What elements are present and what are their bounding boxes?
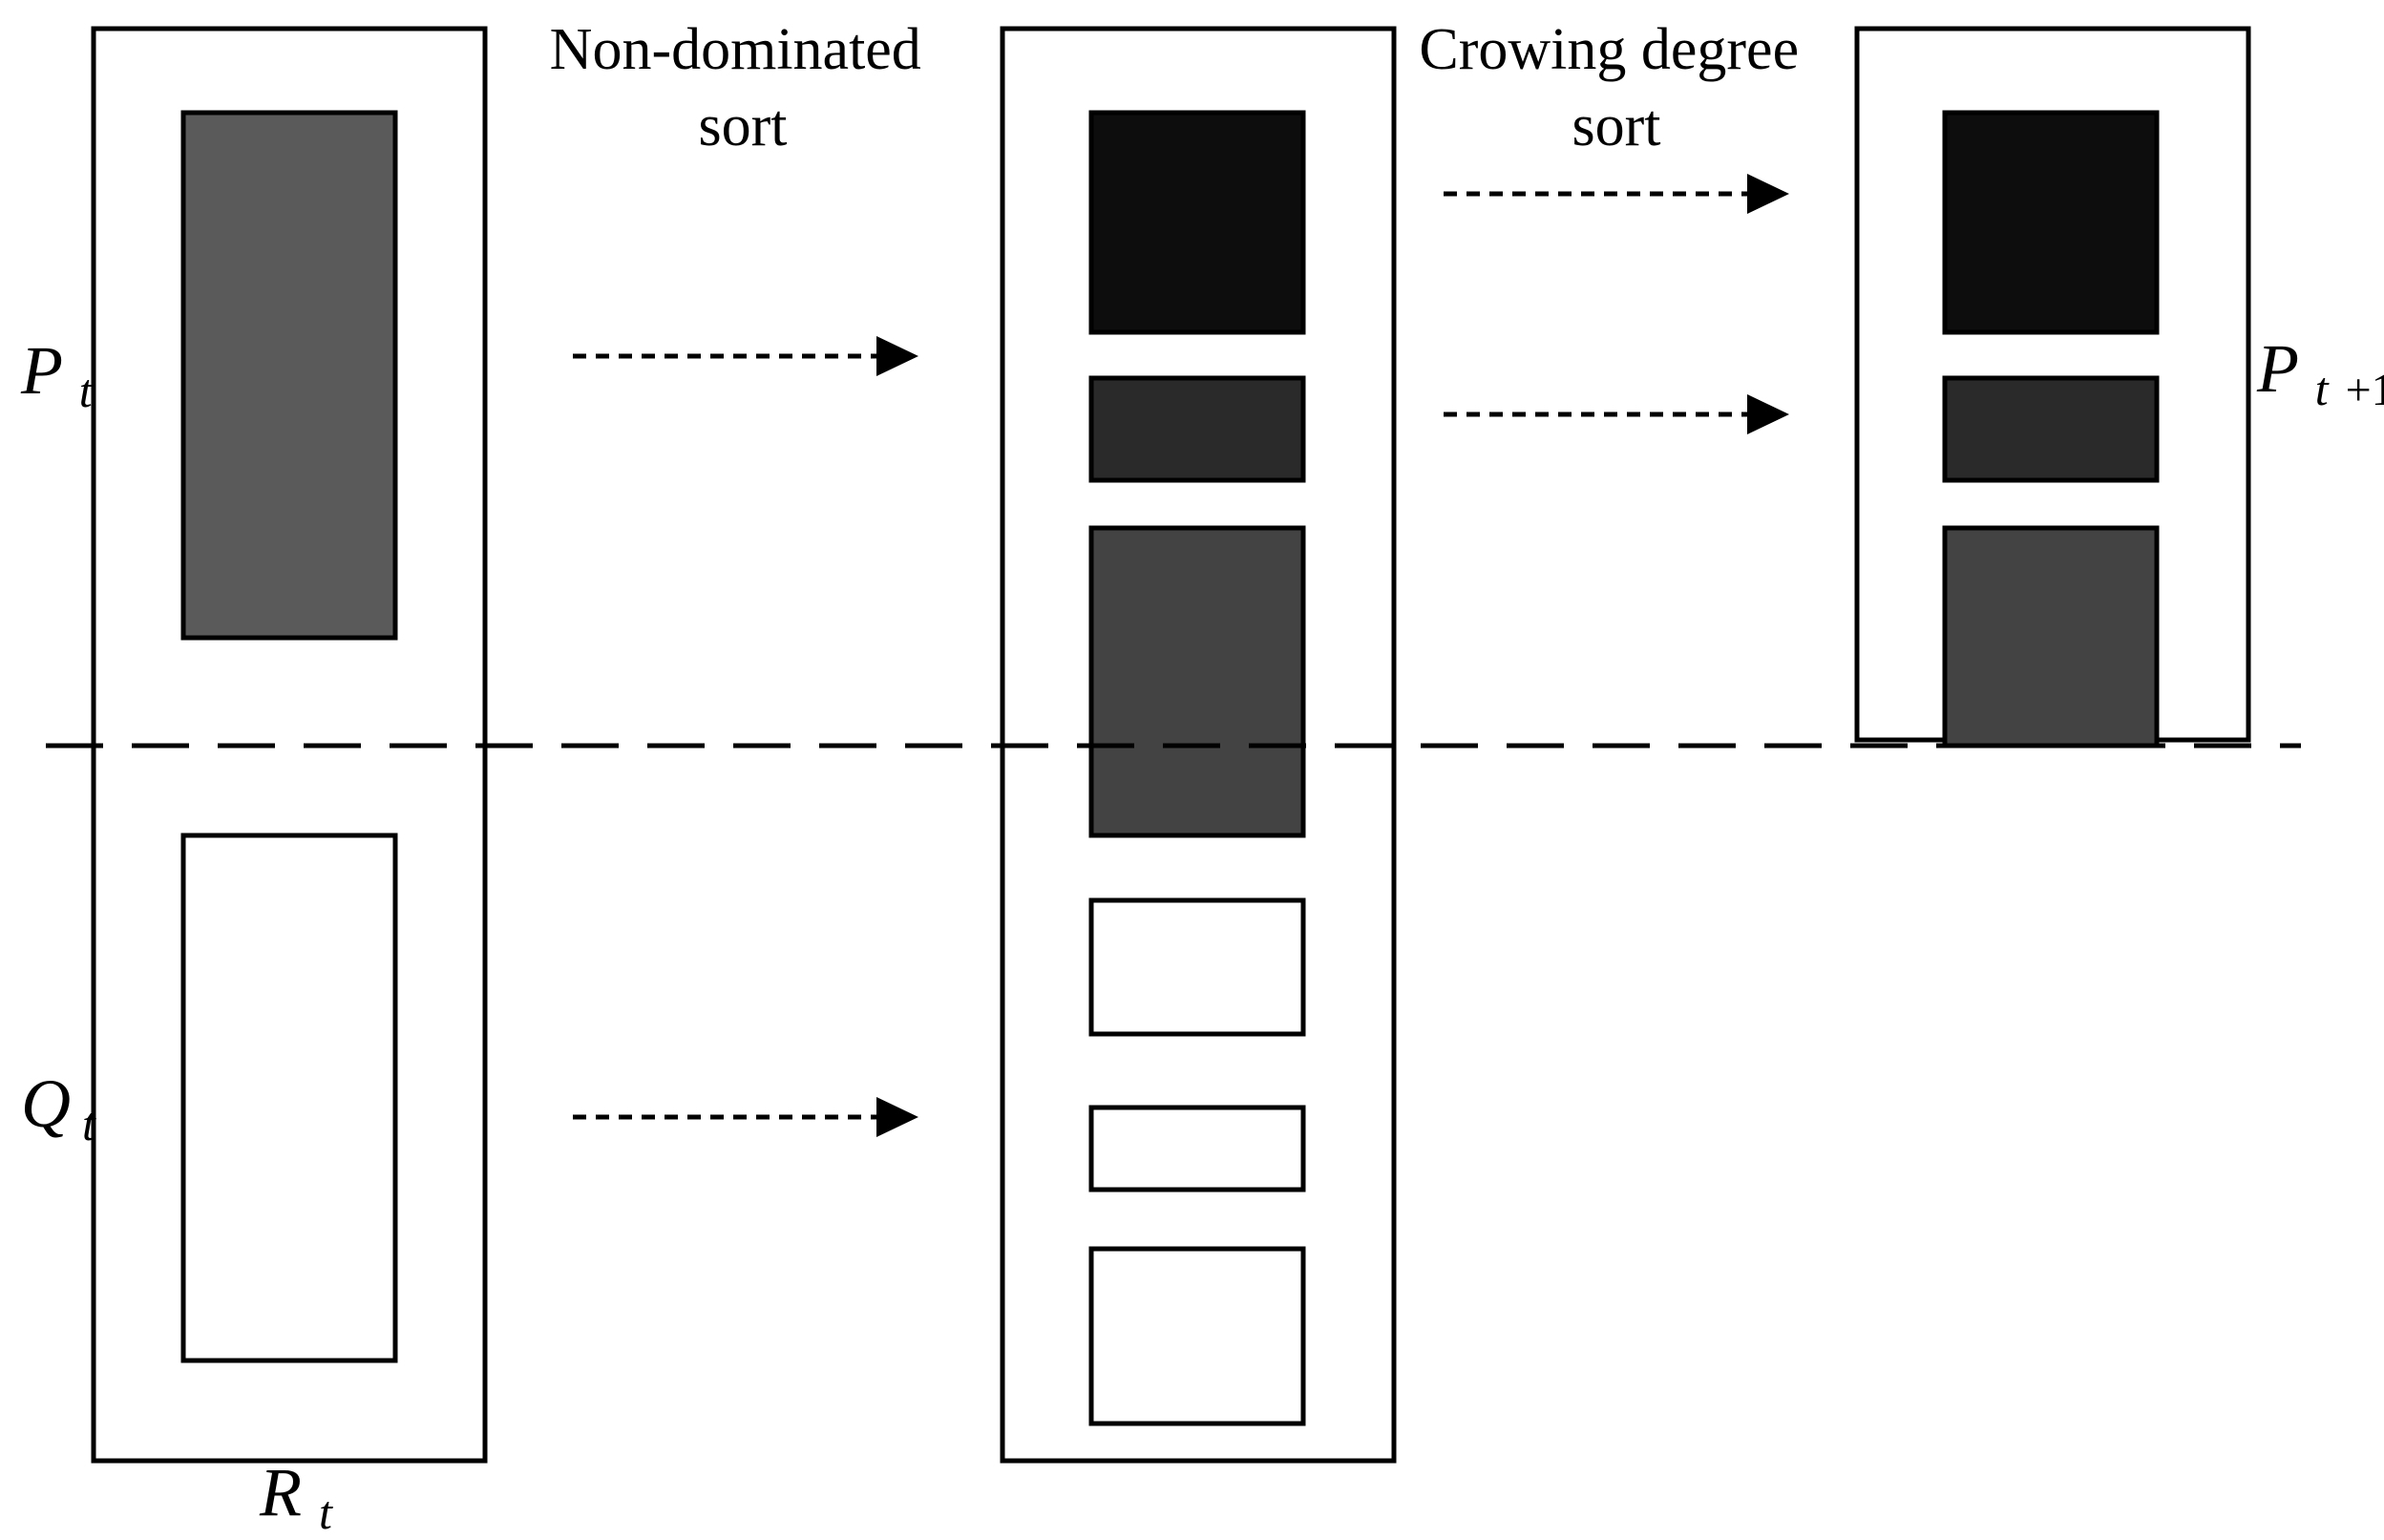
crowding-degree-sort-label: Crowing degree sort — [1419, 17, 1813, 158]
non-dominated-sort-line-1: Non-dominated — [550, 17, 921, 82]
combined-symbol-base: R — [259, 1454, 302, 1530]
offspring-population-symbol: Q t — [21, 1065, 96, 1150]
non-dominated-sort-line-2: sort — [699, 94, 788, 158]
parent-population-block — [180, 110, 398, 641]
selected-front-3-block — [1942, 525, 2160, 749]
parent-symbol-base: P — [20, 332, 62, 409]
next-symbol-base: P — [2256, 330, 2298, 407]
front-4-block — [1088, 897, 1306, 1037]
offspring-to-sorted-arrow — [573, 1097, 918, 1137]
selected-front-1-block — [1942, 110, 2160, 335]
next-symbol-subscript-var: t — [2315, 362, 2330, 415]
combined-population-symbol: R t — [259, 1454, 333, 1539]
front-1-to-next-arrow — [1444, 174, 1789, 214]
front-2-block — [1088, 375, 1306, 483]
front-2-to-next-arrow — [1444, 394, 1789, 434]
offspring-symbol-base: Q — [21, 1065, 71, 1142]
next-symbol-subscript-offset: +1 — [2346, 365, 2384, 415]
crowding-degree-sort-line-1: Crowing degree — [1419, 17, 1799, 82]
offspring-population-block — [180, 833, 398, 1363]
combined-symbol-subscript: t — [319, 1486, 333, 1539]
next-population-symbol: P t +1 — [2256, 330, 2384, 420]
non-dominated-sort-label: Non-dominated sort — [550, 17, 937, 158]
selected-front-2-block — [1942, 375, 2160, 483]
parent-to-sorted-arrow — [573, 336, 918, 376]
offspring-symbol-subscript: t — [82, 1097, 96, 1150]
parent-symbol-subscript: t — [79, 364, 94, 417]
crowding-degree-sort-line-2: sort — [1572, 94, 1661, 158]
front-3-block — [1088, 525, 1306, 838]
front-6-block — [1088, 1246, 1306, 1426]
parent-population-symbol: P t — [20, 332, 94, 417]
front-5-block — [1088, 1105, 1306, 1192]
front-1-block — [1088, 110, 1306, 335]
